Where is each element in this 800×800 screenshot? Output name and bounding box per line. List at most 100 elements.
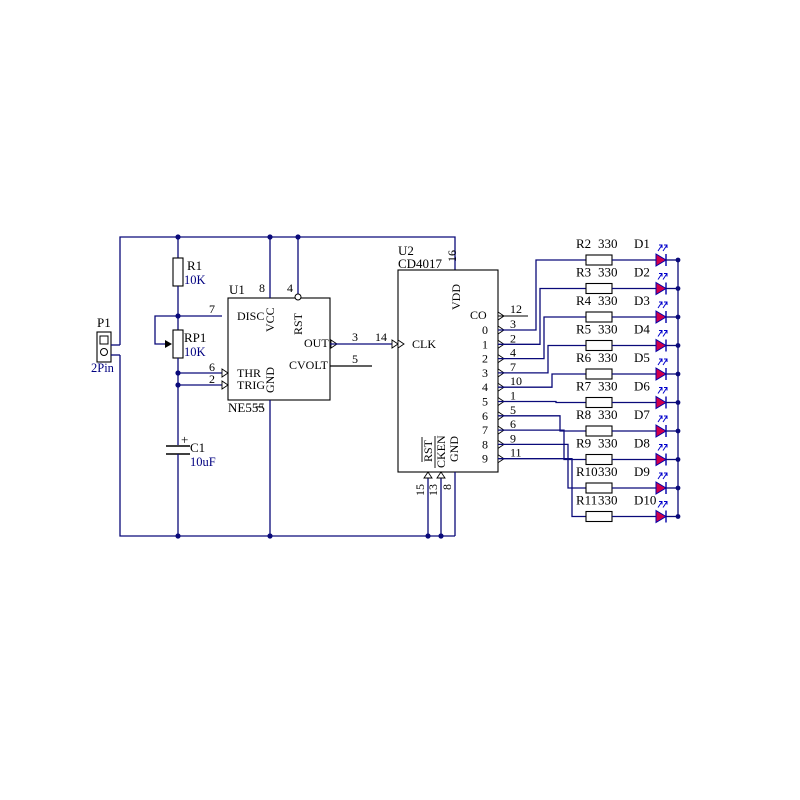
connector-value: 2Pin <box>91 361 115 375</box>
u2-output-pin-number: 5 <box>510 403 516 417</box>
junction <box>675 457 681 462</box>
u1-pin-thr: THR <box>237 366 261 380</box>
output-route-wire <box>498 443 586 489</box>
u2-pinnum-co: 12 <box>510 302 522 316</box>
u2-output-label: 1 <box>482 337 488 351</box>
u2-pin-cken: CKEN <box>434 435 448 468</box>
u2-pinnum-clk: 14 <box>375 330 387 344</box>
led-resistor-value: 330 <box>598 322 618 337</box>
u2-pin-gnd: GND <box>447 436 461 462</box>
led-symbol <box>655 395 667 410</box>
led-resistor-ref: R7 <box>576 379 592 394</box>
led-resistor-value: 330 <box>598 293 618 308</box>
vcc-rail <box>119 236 456 345</box>
led-resistor-ref: R9 <box>576 436 591 451</box>
u2-pin-co: CO <box>470 308 487 322</box>
output-route-wire <box>498 400 586 404</box>
u2-output-label: 7 <box>482 423 488 437</box>
resistor-body <box>172 257 184 287</box>
rp1-ref: RP1 <box>184 330 206 345</box>
u1-pin-disc: DISC <box>237 309 264 323</box>
led-emission-arrows <box>657 501 668 508</box>
u2-output-label: 5 <box>482 395 488 409</box>
u2-pin-clk: CLK <box>412 337 436 351</box>
led-resistor-value: 330 <box>598 236 618 251</box>
u1-body <box>227 297 331 401</box>
led-resistor-body <box>585 453 613 466</box>
u2-ref: U2 <box>398 243 414 258</box>
led-emission-arrows <box>657 387 668 394</box>
led-resistor-ref: R3 <box>576 265 591 280</box>
led-ref: D6 <box>634 379 650 394</box>
led-symbol <box>655 367 667 381</box>
u2-output-pin-number: 7 <box>510 360 516 374</box>
u1-pinnum-rst: 4 <box>287 281 293 295</box>
led-ref: D2 <box>634 265 650 280</box>
u1-pin-out: OUT <box>304 336 329 350</box>
led-resistor-ref: R2 <box>576 236 591 251</box>
led-ref: D3 <box>634 293 650 308</box>
led-symbol <box>655 424 667 438</box>
u2-cken-arrow <box>436 471 446 479</box>
led-ref: D5 <box>634 350 650 365</box>
led-resistor-body <box>585 339 613 352</box>
junction <box>675 428 681 434</box>
output-route-wire <box>498 344 586 374</box>
led-emission-arrows <box>657 273 668 280</box>
u2-output-pin-number: 6 <box>510 417 516 431</box>
r1-value: 10K <box>184 273 206 287</box>
gnd-rail <box>119 355 455 537</box>
u1-pin-vcc: VCC <box>263 307 277 332</box>
u2-output-label: 3 <box>482 366 488 380</box>
wiper-wire <box>154 315 178 345</box>
u2-output-label: 9 <box>482 452 488 466</box>
u1-thr-arrow <box>221 368 229 378</box>
u2-pinnum-gnd: 8 <box>440 484 454 490</box>
u1-pinnum-thr: 6 <box>209 360 215 374</box>
led-symbol <box>655 509 667 524</box>
u2-body <box>397 269 499 473</box>
u1-ref: U1 <box>229 282 245 297</box>
c1-value: 10uF <box>190 455 216 469</box>
connector-ref: P1 <box>97 315 111 330</box>
led-resistor-ref: R4 <box>576 293 592 308</box>
led-emission-arrows <box>657 415 668 423</box>
led-symbol <box>655 281 667 296</box>
wiper-arrow <box>165 340 172 348</box>
u1-pinnum-gnd: 1 <box>252 404 266 410</box>
output-route-wire <box>498 287 586 345</box>
u2-output-label: 2 <box>482 352 488 366</box>
led-emission-arrows <box>657 444 668 451</box>
u1-pinnum-vcc: 8 <box>259 281 265 295</box>
led-resistor-value: 330 <box>598 265 618 280</box>
led-resistor-ref: R5 <box>576 322 591 337</box>
u1-pinnum-cvolt: 5 <box>352 352 358 366</box>
output-route-wire <box>498 458 586 518</box>
u1-pinnum-trig: 2 <box>209 372 215 386</box>
junction <box>675 314 681 320</box>
u2-output-label: 4 <box>482 380 488 394</box>
led-resistor-body <box>585 510 613 523</box>
u2-output-pin-number: 9 <box>510 431 516 445</box>
junction <box>675 371 681 377</box>
led-ref: D7 <box>634 407 650 422</box>
junction <box>675 286 681 291</box>
u2-rst-arrow <box>423 471 433 479</box>
u1-pin-trig: TRIG <box>237 378 265 392</box>
led-resistor-ref: R11 <box>576 493 597 508</box>
u2-pinnum-cken: 13 <box>426 484 440 496</box>
junction <box>675 485 681 491</box>
c1-ref: C1 <box>190 440 205 455</box>
led-resistor-value: 330 <box>598 436 618 451</box>
u2-output-pin-number: 2 <box>510 331 516 345</box>
led-symbol <box>655 310 667 324</box>
led-resistor-body <box>585 482 613 494</box>
led-resistor-value: 330 <box>598 493 618 508</box>
output-route-wire <box>498 373 586 388</box>
u1-part: NE555 <box>228 400 265 415</box>
led-resistor-body <box>585 368 613 380</box>
u1-pinnum-out: 3 <box>352 330 358 344</box>
led-resistor-value: 330 <box>598 379 618 394</box>
